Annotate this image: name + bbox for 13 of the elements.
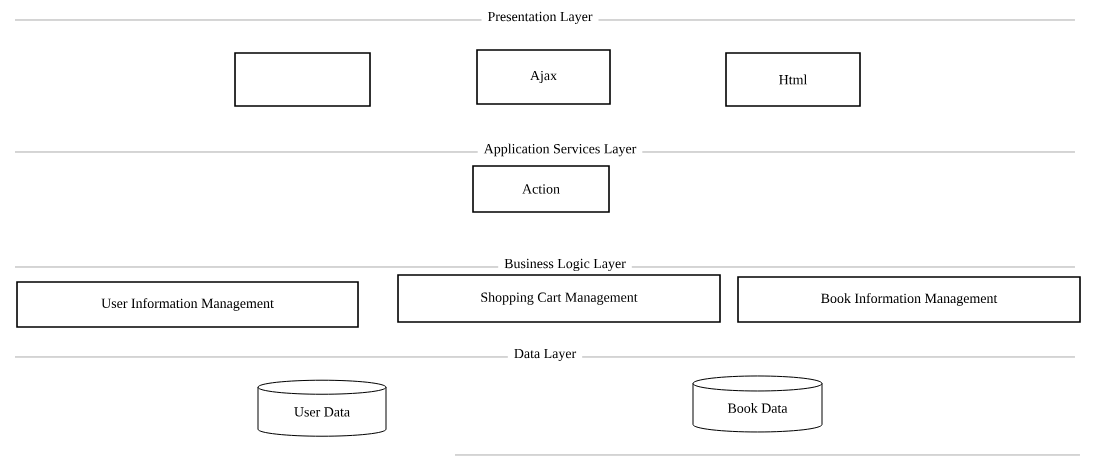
layer-heading: Presentation Layer [481, 5, 599, 31]
component-box: Html [725, 52, 861, 107]
layer-heading: Application Services Layer [477, 137, 643, 163]
layer-heading: Business Logic Layer [498, 252, 632, 278]
component-box: User Information Management [16, 281, 359, 328]
database-cylinder: Book Data [692, 375, 823, 433]
component-box [234, 52, 371, 107]
component-box: Ajax [476, 49, 611, 105]
database-cylinder: User Data [257, 379, 387, 437]
component-box: Shopping Cart Management [397, 274, 721, 323]
component-box: Book Information Management [737, 276, 1081, 323]
component-box: Action [472, 165, 610, 213]
layer-heading: Data Layer [507, 342, 583, 368]
